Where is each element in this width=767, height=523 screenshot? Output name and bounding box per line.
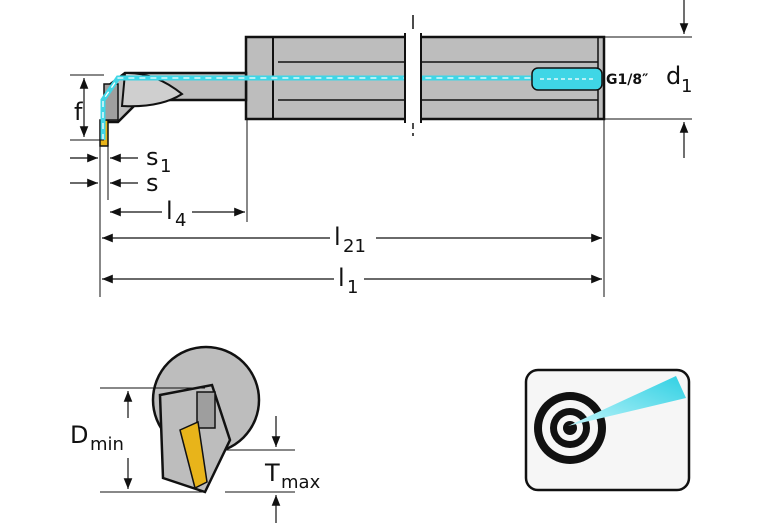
label-tmax-sub: max <box>281 472 321 493</box>
label-l21: l <box>334 223 341 251</box>
label-s: s <box>146 169 159 197</box>
label-l1-sub: 1 <box>347 277 358 298</box>
tool-head-sweep <box>120 71 184 108</box>
dim-d1: d 1 <box>666 0 692 158</box>
coolant-channel-dash <box>102 77 545 140</box>
label-thread: G1/8″ <box>606 72 648 88</box>
label-d1: d <box>666 62 681 90</box>
end-view-clamp <box>196 391 216 429</box>
side-view <box>99 15 606 147</box>
label-l21-sub: 21 <box>343 236 366 257</box>
label-l4: l <box>166 197 173 225</box>
label-d1-sub: 1 <box>681 76 692 97</box>
label-l4-sub: 4 <box>175 210 186 231</box>
label-dmin-sub: min <box>90 434 124 455</box>
label-f: f <box>74 98 83 126</box>
dim-s1: s 1 <box>70 143 171 177</box>
dim-l4: l 4 <box>110 197 245 231</box>
label-s1-sub: 1 <box>160 156 171 177</box>
label-tmax: T <box>264 459 280 487</box>
label-dmin: D <box>70 421 88 449</box>
end-view-insert <box>179 420 208 490</box>
extension-lines <box>70 36 692 297</box>
dim-s: s <box>70 169 159 197</box>
break-gap <box>405 33 421 123</box>
dim-dmin: D min <box>70 387 205 493</box>
end-view <box>151 345 261 494</box>
coolant-target-icon <box>524 368 691 492</box>
dim-tmax: T max <box>225 416 321 523</box>
label-l1: l <box>338 264 345 292</box>
dim-l1: l 1 <box>102 264 602 298</box>
coolant-port <box>531 67 603 91</box>
dim-l21: l 21 <box>102 223 602 257</box>
dim-f: f <box>74 78 89 137</box>
label-s1: s <box>146 143 159 171</box>
